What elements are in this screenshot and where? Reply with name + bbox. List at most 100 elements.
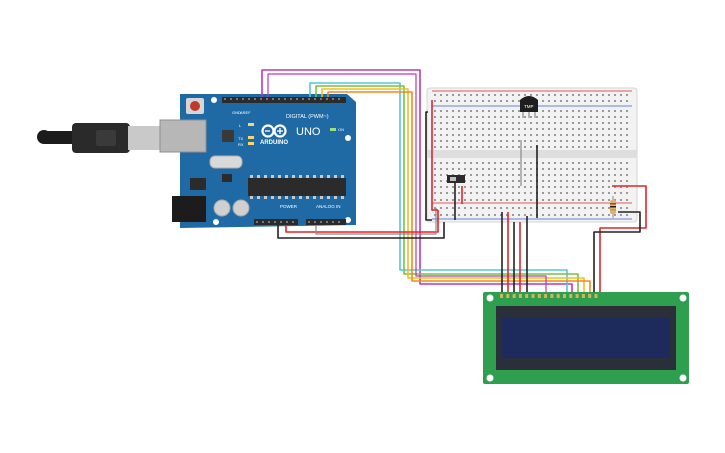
mount-hole: [211, 97, 217, 103]
breadboard-hole: [488, 192, 490, 194]
breadboard-hole: [596, 100, 598, 102]
breadboard-hole: [470, 162, 472, 164]
wire-black-lcd-backlight[interactable]: [593, 211, 641, 293]
breadboard-hole: [626, 100, 628, 102]
breadboard-hole: [494, 134, 496, 136]
breadboard-hole: [614, 146, 616, 148]
breadboard-hole: [452, 186, 454, 188]
aref-label: AREF: [240, 110, 251, 115]
breadboard-hole: [584, 168, 586, 170]
reset-button[interactable]: [190, 101, 200, 111]
breadboard-hole: [464, 128, 466, 130]
chip-leg: [271, 196, 274, 199]
breadboard-hole: [620, 207, 622, 209]
wire-green[interactable]: [315, 85, 579, 293]
analog-in-label: ANALOG IN: [316, 204, 341, 209]
wire-gray-a0[interactable]: [315, 208, 437, 235]
breadboard-hole: [434, 146, 436, 148]
breadboard-hole: [482, 122, 484, 124]
breadboard-hole: [602, 116, 604, 118]
breadboard-hole: [572, 168, 574, 170]
wire-red-5v[interactable]: [285, 210, 439, 233]
breadboard-center-channel: [427, 150, 637, 158]
breadboard[interactable]: [426, 87, 638, 223]
breadboard-hole: [482, 146, 484, 148]
breadboard-hole: [536, 122, 538, 124]
header-pin: [236, 98, 238, 100]
wire-black-gnd[interactable]: [277, 222, 445, 239]
breadboard-hole: [482, 199, 484, 201]
breadboard-hole: [608, 192, 610, 194]
breadboard-hole: [626, 214, 628, 216]
breadboard-hole: [488, 180, 490, 182]
lcd-16x2[interactable]: [483, 292, 689, 384]
breadboard-hole: [440, 199, 442, 201]
wires: [261, 69, 647, 293]
breadboard-hole: [494, 100, 496, 102]
breadboard-hole: [566, 180, 568, 182]
breadboard-hole: [512, 100, 514, 102]
breadboard-hole: [518, 128, 520, 130]
breadboard-hole: [506, 207, 508, 209]
arduino-uno-board[interactable]: DIGITAL (PWM~) AREF GND L TX RX ON ARDUI…: [159, 94, 356, 228]
breadboard-hole: [446, 162, 448, 164]
breadboard-hole: [530, 168, 532, 170]
breadboard-hole: [620, 214, 622, 216]
breadboard-hole: [482, 110, 484, 112]
breadboard-hole: [506, 146, 508, 148]
wire-gray-magenta[interactable]: [267, 73, 547, 293]
breadboard-hole: [524, 174, 526, 176]
breadboard-hole: [512, 174, 514, 176]
breadboard-hole: [596, 214, 598, 216]
breadboard-hole: [590, 140, 592, 142]
breadboard-hole: [446, 122, 448, 124]
breadboard-hole: [608, 207, 610, 209]
header-pin: [230, 98, 232, 100]
usb-cable[interactable]: [37, 123, 162, 153]
breadboard-hole: [458, 207, 460, 209]
breadboard-hole: [578, 134, 580, 136]
wire-black-rail-jumper[interactable]: [425, 111, 432, 221]
wire-orange[interactable]: [327, 91, 591, 293]
breadboard-hole: [572, 199, 574, 201]
header-pin: [326, 221, 328, 223]
breadboard-hole: [620, 174, 622, 176]
breadboard-hole: [440, 100, 442, 102]
resistor[interactable]: [610, 196, 616, 218]
breadboard-hole: [446, 214, 448, 216]
usb-chip: [222, 130, 234, 142]
breadboard-hole: [506, 122, 508, 124]
header-pin: [296, 98, 298, 100]
wire-red-lcd-backlight[interactable]: [599, 185, 647, 293]
breadboard-hole: [620, 162, 622, 164]
wire-magenta[interactable]: [261, 69, 573, 293]
slide-switch[interactable]: [447, 175, 465, 183]
breadboard-hole: [542, 214, 544, 216]
breadboard-hole: [548, 100, 550, 102]
breadboard-hole: [470, 207, 472, 209]
header-pin: [262, 221, 264, 223]
breadboard-hole: [566, 122, 568, 124]
breadboard-hole: [524, 180, 526, 182]
tmp-sensor[interactable]: TMP: [520, 96, 538, 118]
breadboard-hole: [452, 140, 454, 142]
header-pin: [274, 221, 276, 223]
breadboard-hole: [482, 192, 484, 194]
lcd-pin: [544, 294, 548, 298]
breadboard-hole: [548, 134, 550, 136]
wire-red-rail-jumper[interactable]: [431, 100, 438, 211]
breadboard-hole: [572, 140, 574, 142]
on-led: [330, 128, 336, 131]
breadboard-hole: [524, 207, 526, 209]
lcd-pin: [506, 294, 510, 298]
breadboard-hole: [560, 214, 562, 216]
breadboard-hole: [518, 192, 520, 194]
chip-leg: [334, 175, 337, 178]
breadboard-hole: [524, 162, 526, 164]
breadboard-hole: [560, 174, 562, 176]
breadboard-hole: [596, 116, 598, 118]
lcd-pin: [581, 294, 585, 298]
breadboard-hole: [548, 192, 550, 194]
breadboard-hole: [548, 116, 550, 118]
breadboard-hole: [608, 146, 610, 148]
